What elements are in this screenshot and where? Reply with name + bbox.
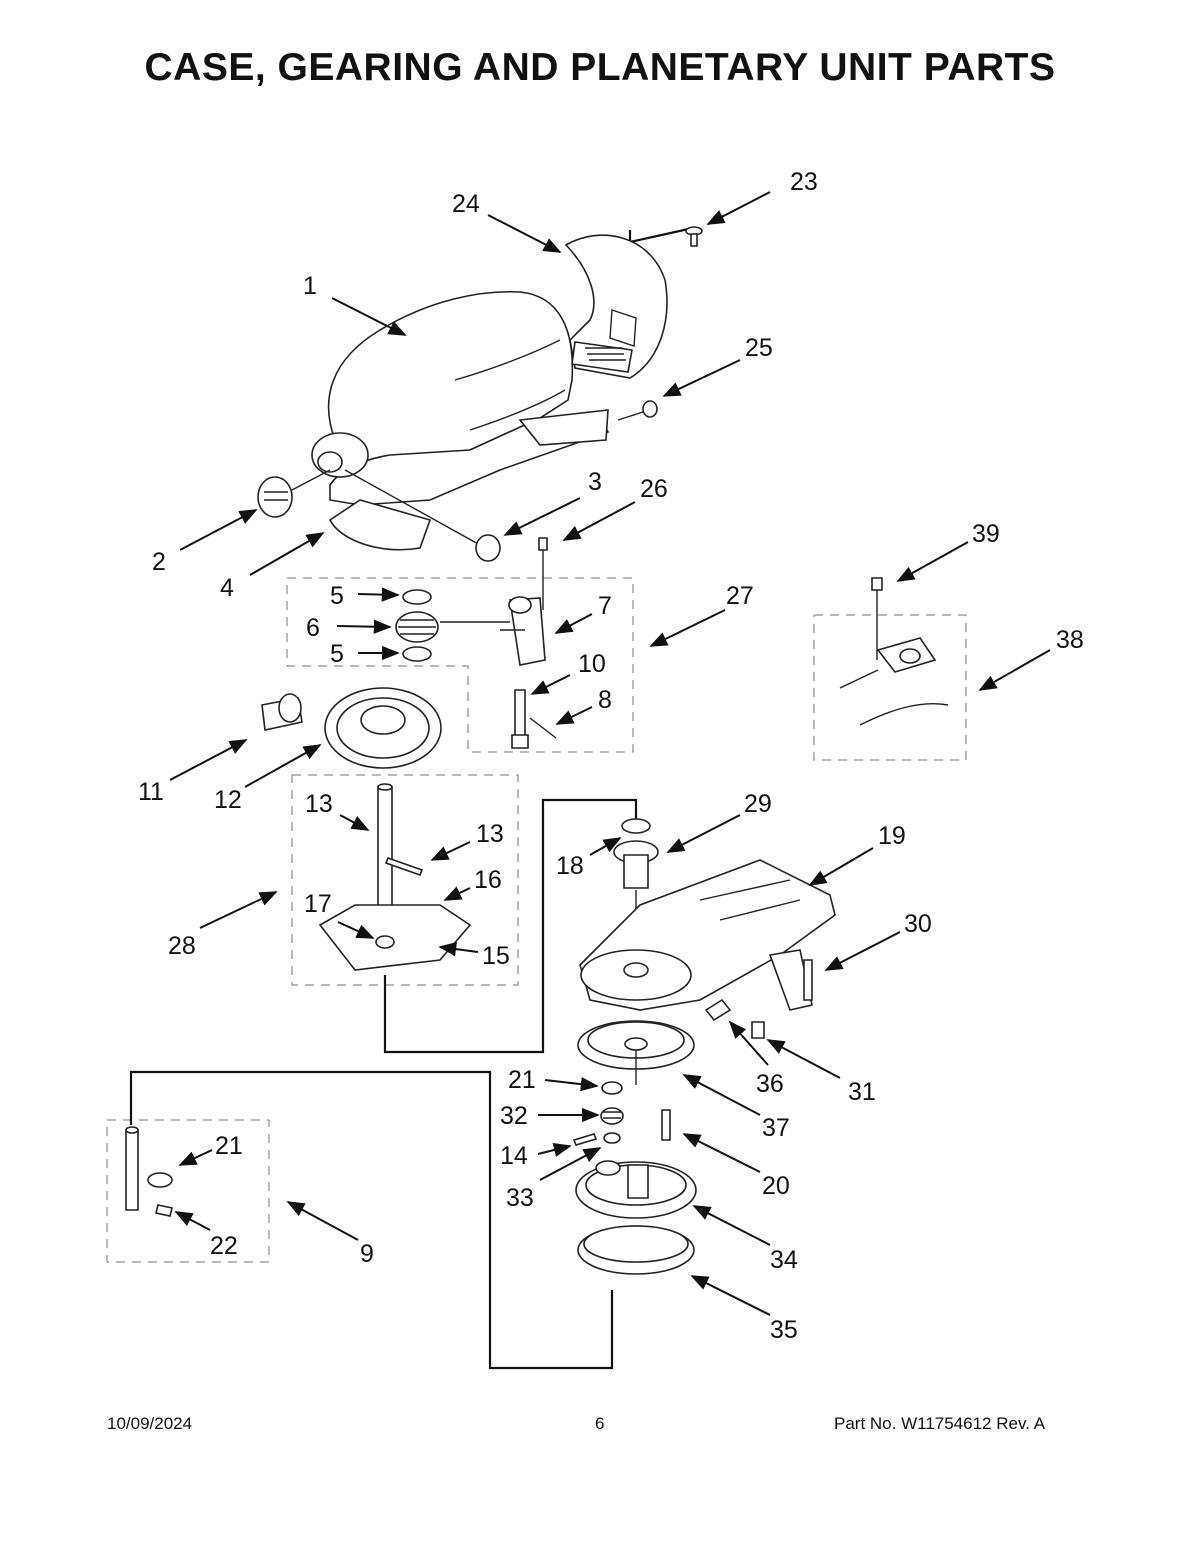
callout-24: 24	[452, 190, 480, 218]
planetary-housing-part	[575, 1160, 697, 1219]
callout-12: 13	[305, 790, 333, 818]
callout-33: 33	[506, 1184, 534, 1212]
callout-26: 26	[640, 475, 668, 503]
hub-cap-part	[257, 469, 331, 518]
callout-25: 25	[745, 334, 773, 362]
washer-29-part	[621, 818, 651, 834]
washer-16-part	[375, 935, 395, 949]
callout-17: 18	[556, 852, 584, 880]
callout-5-top: 5	[330, 582, 344, 610]
washer-5-top-part	[402, 589, 432, 605]
callout-20: 9	[360, 1240, 374, 1268]
callout-31: 31	[848, 1078, 876, 1106]
callout-36: 36	[756, 1070, 784, 1098]
pin-13-part	[384, 856, 424, 877]
callout-3: 3	[588, 468, 602, 496]
leader-lines	[169, 191, 1051, 1316]
pin-13-lower-part	[572, 1133, 598, 1146]
callout-29: 29	[744, 790, 772, 818]
callout-11: 12	[214, 786, 242, 814]
screw-23-part	[685, 226, 703, 247]
group-box-38	[813, 614, 967, 761]
callout-7: 7	[598, 592, 612, 620]
group-box-20	[106, 1119, 270, 1263]
footer-page-number: 6	[595, 1414, 605, 1433]
callout-39: 39	[972, 520, 1000, 548]
group-box-28	[291, 774, 519, 986]
bushing-17-part	[613, 840, 659, 960]
large-gear-part	[324, 687, 442, 769]
screw-19-part	[661, 1109, 671, 1141]
screw-30-part	[803, 959, 813, 1001]
callout-4: 4	[220, 574, 234, 602]
worm-gear-part	[395, 611, 510, 643]
callout-22: 22	[210, 1232, 238, 1260]
callout-34: 34	[770, 1246, 798, 1274]
callout-37: 37	[762, 1114, 790, 1142]
retaining-ring-21-part	[601, 1081, 623, 1095]
callout-38: 38	[1056, 626, 1084, 654]
rear-cover-part	[564, 234, 668, 379]
callout-15: 16	[474, 866, 502, 894]
callout-5-bottom: 5	[330, 640, 344, 668]
pinion-gear-32-part	[600, 1107, 624, 1125]
drive-shaft-gear-part	[261, 693, 303, 731]
callout-1: 1	[303, 272, 317, 300]
callout-16: 17	[304, 890, 332, 918]
callout-8: 8	[598, 686, 612, 714]
callout-23: 23	[790, 168, 818, 196]
bracket-part	[500, 596, 546, 666]
callout-13-upper: 13	[476, 820, 504, 848]
group-box-27	[286, 577, 634, 753]
screw-26-part	[538, 537, 548, 610]
gear-case-part	[579, 859, 836, 1011]
footer-part-number: Part No. W11754612 Rev. A	[834, 1414, 1046, 1433]
callout-28: 28	[168, 932, 196, 960]
callout-35: 35	[770, 1316, 798, 1344]
callout-14: 15	[482, 942, 510, 970]
ring-gear-part	[577, 1020, 695, 1085]
screw-36-part	[704, 998, 732, 1022]
callout-9: 10	[578, 650, 606, 678]
callout-labels: 23 24 1 25 3 26 2 4 5 6 5 7 27 10 8 39 3…	[138, 168, 1084, 1344]
beater-shaft-part	[125, 1126, 173, 1217]
connector-20-35	[129, 1070, 614, 1370]
trim-band-part	[577, 1225, 695, 1275]
callout-21-mid: 21	[508, 1066, 536, 1094]
callout-30: 30	[904, 910, 932, 938]
washer-5-bottom-part	[402, 646, 432, 662]
connector-23-24	[628, 226, 695, 246]
washer-33-part	[603, 1132, 621, 1144]
footer-date: 10/09/2024	[107, 1414, 193, 1433]
connector-shaft-28-17	[383, 798, 638, 1054]
callout-10: 11	[138, 778, 164, 806]
callout-2: 2	[152, 548, 166, 576]
callout-27: 27	[726, 582, 754, 610]
worm-shaft-part	[511, 689, 557, 749]
gasket-15-part	[318, 904, 472, 971]
thumb-screw-part	[344, 469, 501, 562]
callout-13-lower: 14	[500, 1142, 528, 1170]
screw-25-part	[617, 400, 658, 421]
motor-housing-part	[311, 290, 610, 551]
page-title: CASE, GEARING AND PLANETARY UNIT PARTS	[144, 46, 1056, 89]
callout-21-left: 21	[215, 1132, 243, 1160]
callout-32: 32	[500, 1102, 528, 1130]
callout-19: 20	[762, 1172, 790, 1200]
callout-6: 6	[306, 614, 320, 642]
switch-assembly-part	[839, 577, 949, 726]
callout-18: 19	[878, 822, 906, 850]
plug-31-part	[751, 1021, 765, 1039]
